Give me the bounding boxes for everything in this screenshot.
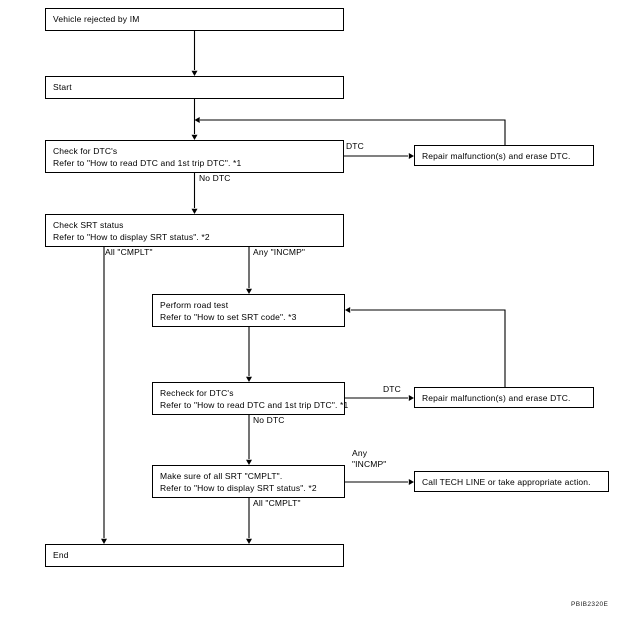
node-check-for-dtcs-line-1: Check for DTC's	[53, 146, 118, 156]
edge-label-dtc-lower: DTC	[383, 384, 401, 395]
node-repair-malfunctions-erase-dtc-lower-line-1: Repair malfunction(s) and erase DTC.	[422, 393, 571, 403]
node-make-sure-all-srt-cmplt-line-2: Refer to "How to display SRT status". *2	[160, 483, 317, 494]
edge-label-all-cmplt-lower: All "CMPLT"	[253, 498, 301, 509]
edge-label-no-dtc-upper: No DTC	[199, 173, 231, 184]
edge-label-no-dtc-lower: No DTC	[253, 415, 285, 426]
edge-label-any-incmp-lower: Any"INCMP"	[352, 448, 386, 470]
node-call-tech-line: Call TECH LINE or take appropriate actio…	[414, 471, 609, 492]
edge-label-all-cmplt-upper: All "CMPLT"	[105, 247, 153, 258]
node-vehicle-rejected-by-im-line-1: Vehicle rejected by IM	[53, 14, 140, 24]
connector-feedback-lower-join-arrowhead	[345, 307, 351, 313]
node-end: End	[45, 544, 344, 567]
node-start: Start	[45, 76, 344, 99]
node-vehicle-rejected-by-im: Vehicle rejected by IM	[45, 8, 344, 31]
node-check-srt-status-line-2: Refer to "How to display SRT status". *2	[53, 232, 210, 243]
figure-id-code: PBIB2320E	[571, 601, 609, 608]
connector-feedback-upper-join-arrowhead	[194, 117, 200, 123]
node-perform-road-test-line-1: Perform road test	[160, 300, 229, 310]
node-start-line-1: Start	[53, 82, 72, 92]
node-repair-malfunctions-erase-dtc-upper-line-1: Repair malfunction(s) and erase DTC.	[422, 151, 571, 161]
node-recheck-for-dtcs-line-1: Recheck for DTC's	[160, 388, 234, 398]
edge-label-any-incmp-lower-line-2: "INCMP"	[352, 459, 387, 469]
edge-label-any-incmp-lower-line-1: Any	[352, 448, 368, 458]
node-recheck-for-dtcs-line-2: Refer to "How to read DTC and 1st trip D…	[160, 400, 349, 411]
edge-label-any-incmp-upper: Any "INCMP"	[253, 247, 305, 258]
node-make-sure-all-srt-cmplt-line-1: Make sure of all SRT "CMPLT".	[160, 471, 283, 481]
node-call-tech-line-line-1: Call TECH LINE or take appropriate actio…	[422, 477, 591, 487]
edge-label-dtc-upper-line-1: DTC	[346, 141, 364, 151]
edge-label-any-incmp-upper-line-1: Any "INCMP"	[253, 247, 306, 257]
edge-label-no-dtc-upper-line-1: No DTC	[199, 173, 231, 183]
edge-label-dtc-upper: DTC	[346, 141, 364, 152]
edge-label-all-cmplt-upper-line-1: All "CMPLT"	[105, 247, 153, 257]
edge-label-no-dtc-lower-line-1: No DTC	[253, 415, 285, 425]
node-repair-malfunctions-erase-dtc-upper: Repair malfunction(s) and erase DTC.	[414, 145, 594, 166]
node-perform-road-test-line-2: Refer to "How to set SRT code". *3	[160, 312, 297, 323]
node-check-srt-status-line-1: Check SRT status	[53, 220, 124, 230]
node-end-line-1: End	[53, 550, 69, 560]
node-make-sure-all-srt-cmplt: Make sure of all SRT "CMPLT". Refer to "H…	[152, 465, 345, 498]
edge-label-dtc-lower-line-1: DTC	[383, 384, 401, 394]
node-repair-malfunctions-erase-dtc-lower: Repair malfunction(s) and erase DTC.	[414, 387, 594, 408]
node-check-for-dtcs-line-2: Refer to "How to read DTC and 1st trip D…	[53, 158, 242, 169]
edge-label-all-cmplt-lower-line-1: All "CMPLT"	[253, 498, 301, 508]
